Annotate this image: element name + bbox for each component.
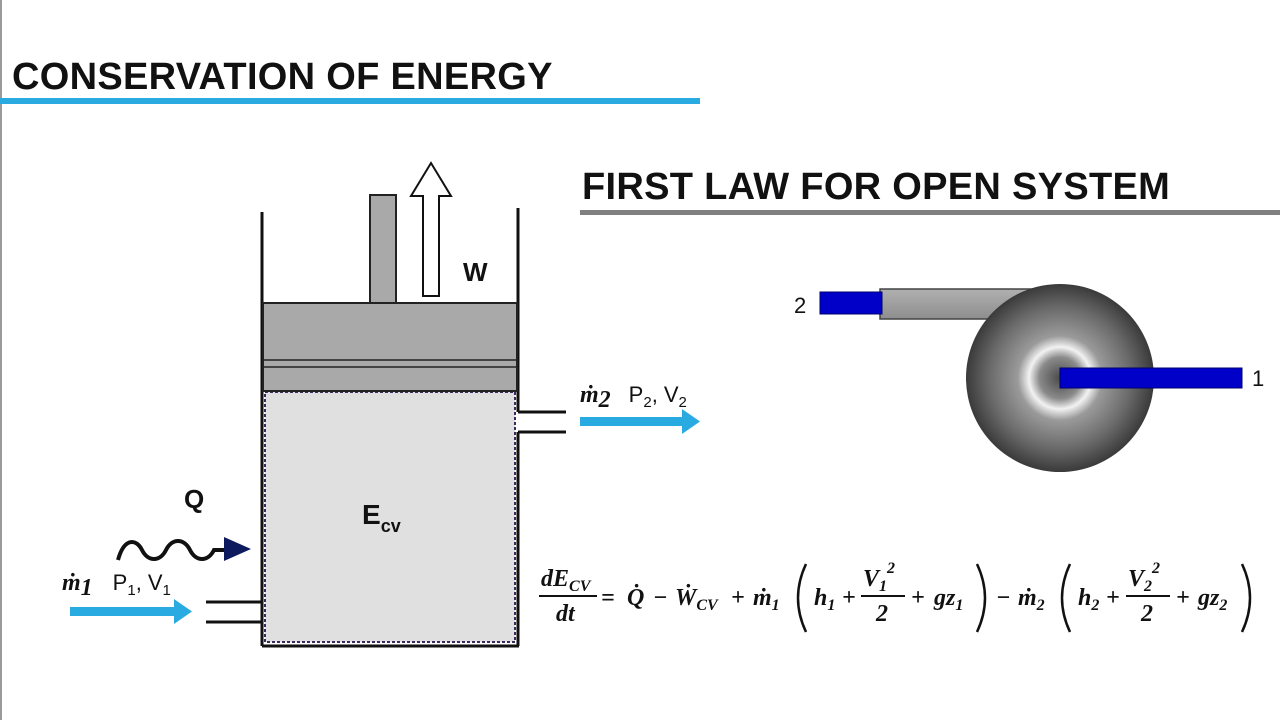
eq-mdot-2: ṁ2 (1018, 585, 1045, 614)
eq-plus-5: + (1176, 585, 1190, 611)
outlet-flow-arrow-shaft (580, 417, 684, 426)
slide-left-border (0, 0, 2, 720)
eq-minus-1: − (653, 585, 668, 611)
inlet-flow-arrow-shaft (70, 607, 176, 616)
title-underline (0, 98, 700, 104)
eq-right-paren-2 (1240, 563, 1252, 633)
pump-outlet-label: 2 (794, 293, 806, 318)
eq-mdot-1: ṁ1 (753, 585, 780, 614)
eq-right-paren-1 (975, 563, 987, 633)
control-volume (264, 391, 516, 643)
pump-inlet-pipe (1059, 367, 1243, 389)
pump-outlet-pipe (819, 291, 883, 315)
heat-label: Q (184, 484, 204, 514)
page-title: CONSERVATION OF ENERGY (12, 56, 553, 98)
eq-plus-1: + (731, 585, 745, 611)
eq-work-rate: ẆCV (675, 584, 719, 614)
eq-velocity-1: V12 (863, 560, 895, 595)
inlet-flow-arrowhead-icon (174, 599, 192, 624)
piston (262, 302, 518, 392)
eq-velocity-2: V22 (1128, 560, 1160, 595)
eq-lhs-denominator: dt (556, 601, 576, 627)
eq-left-paren-1 (796, 563, 808, 633)
energy-cv-label: Ecv (362, 499, 401, 536)
eq-plus-4: + (1106, 585, 1120, 611)
piston-rod (369, 194, 397, 304)
eq-denominator-1: 2 (875, 601, 888, 627)
eq-plus-2: + (842, 585, 856, 611)
eq-potential-2: gz2 (1197, 585, 1227, 614)
work-arrow-icon (409, 161, 453, 297)
eq-minus-2: − (996, 585, 1011, 611)
piston-cylinder (70, 161, 700, 648)
section-title: FIRST LAW FOR OPEN SYSTEM (582, 166, 1171, 208)
eq-equals: = (601, 585, 615, 611)
eq-plus-3: + (911, 585, 925, 611)
heat-arrowhead-icon (224, 537, 251, 561)
eq-denominator-2: 2 (1140, 601, 1153, 627)
eq-enthalpy-1: h1 (814, 585, 835, 614)
eq-potential-1: gz1 (933, 585, 963, 614)
work-label: W (463, 257, 488, 287)
pump-inlet-label: 1 (1252, 366, 1264, 391)
pump (819, 284, 1243, 472)
eq-enthalpy-2: h2 (1078, 585, 1099, 614)
section-title-underline (580, 210, 1280, 215)
energy-equation: dECV dt = Q̇ − ẆCV + ṁ1 h1 + V12 2 + gz1… (539, 560, 1252, 633)
outlet-flow-arrowhead-icon (682, 409, 700, 434)
heat-wave-arrow-icon (116, 539, 228, 561)
eq-left-paren-2 (1060, 563, 1072, 633)
eq-lhs-numerator: dECV (541, 566, 592, 595)
eq-heat-rate: Q̇ (627, 584, 644, 611)
